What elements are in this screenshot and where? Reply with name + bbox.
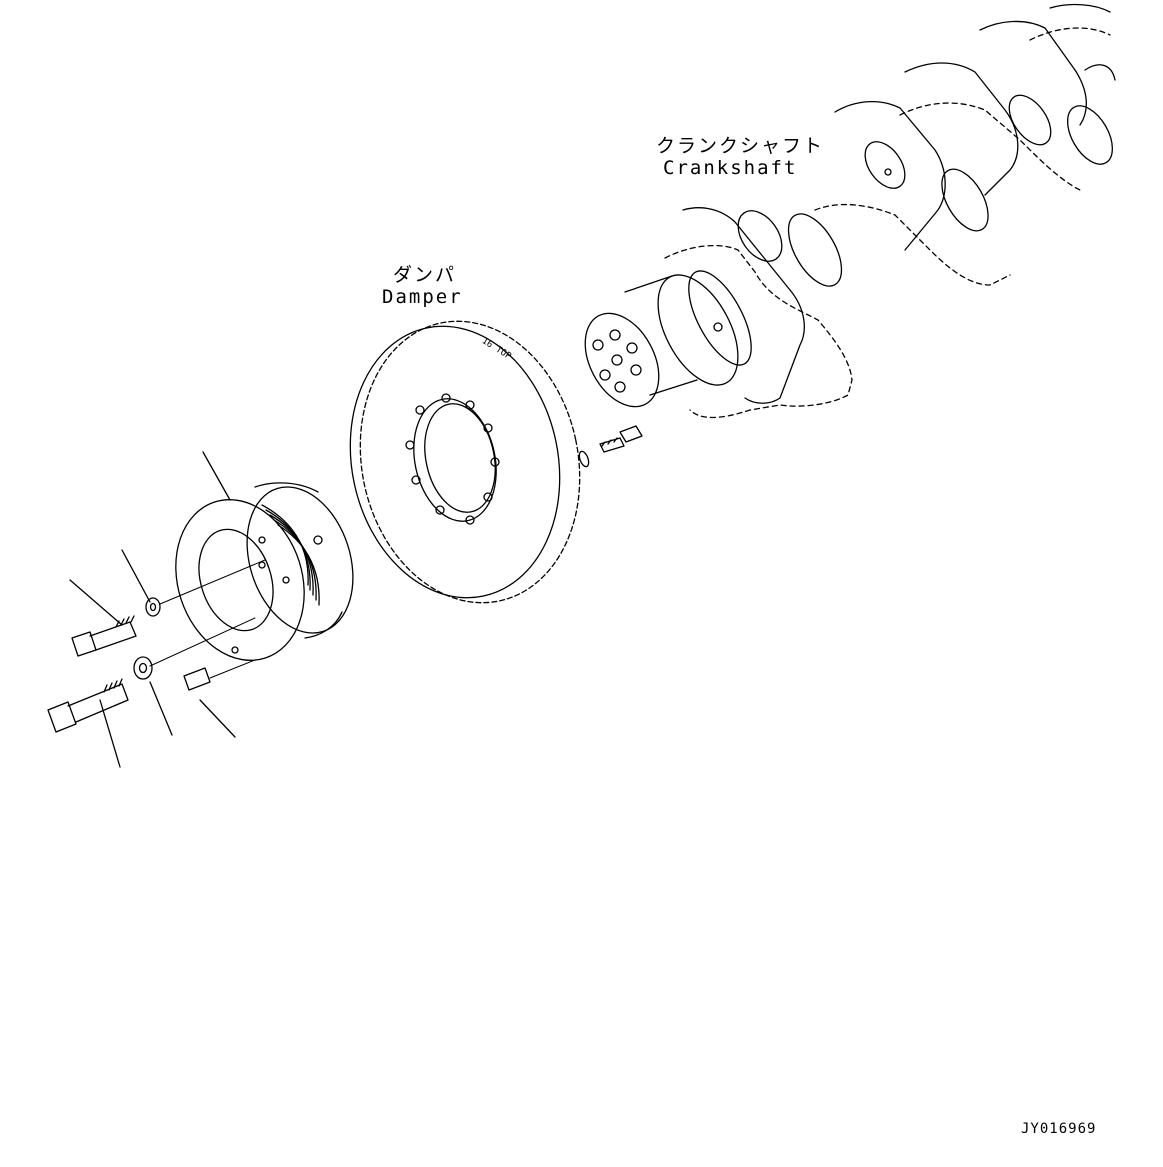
crankshaft-label-en: Crankshaft [663,157,798,179]
damper-bolt-and-washer [578,426,642,468]
lower-bolt [48,679,128,732]
upper-bolt [72,616,136,656]
dowel-pin [184,668,210,690]
flat-washer [134,657,152,679]
leader-lines [70,452,235,767]
lock-washer [146,598,160,616]
drawing-code: JY016969 [1021,1121,1097,1137]
pulley [156,473,371,677]
damper-label-en: Damper [382,286,463,308]
crankshaft [570,5,1121,420]
crankshaft-label-jp: クランクシャフト [656,135,825,157]
damper [326,301,605,624]
assembly-center-lines [150,560,265,678]
damper-label-jp: ダンパ [393,264,457,286]
